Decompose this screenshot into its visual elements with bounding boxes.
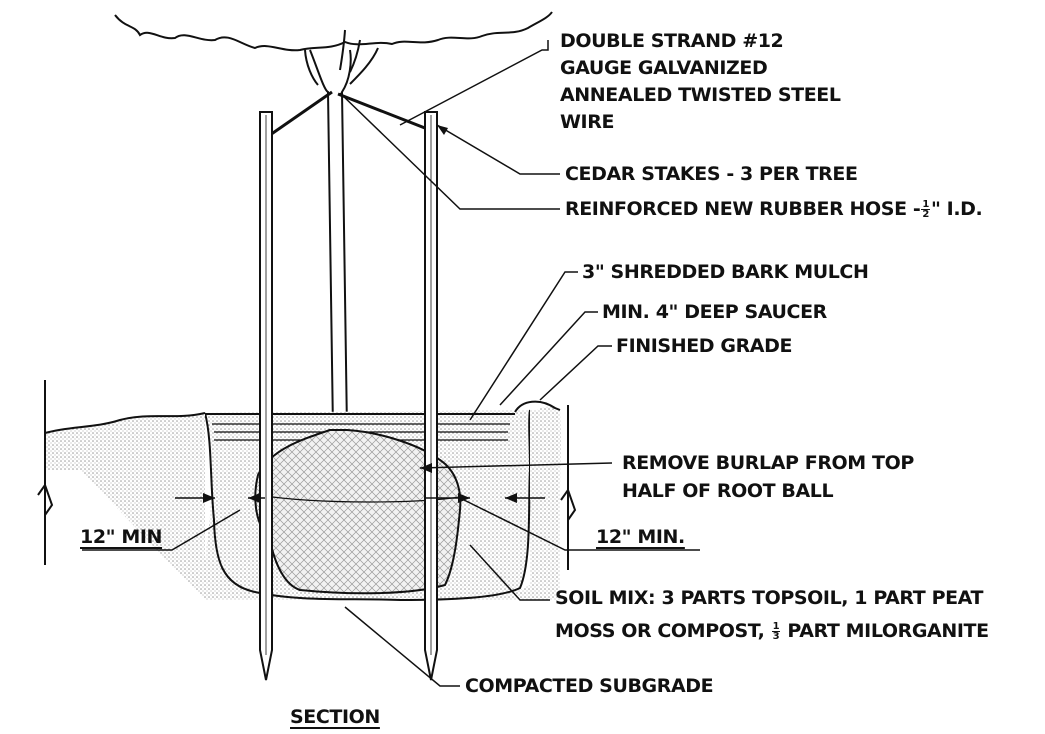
saucer-label: MIN. 4" DEEP SAUCER xyxy=(602,301,827,323)
leader-wire xyxy=(399,40,549,126)
leader-grade xyxy=(539,345,612,401)
mulch-label: 3" SHREDDED BARK MULCH xyxy=(582,261,869,283)
grade-label: FINISHED GRADE xyxy=(616,335,793,357)
surrounding-soil-right xyxy=(530,410,561,500)
guy-wire-left xyxy=(269,90,333,137)
leader-12min-left xyxy=(82,509,241,551)
leader-12min-right xyxy=(459,497,700,551)
finished-grade-line xyxy=(44,412,206,434)
break-symbol-right xyxy=(560,487,577,521)
leader-hose xyxy=(339,92,560,210)
burlap-label-line-2: HALF OF ROOT BALL xyxy=(622,480,834,502)
wire-label-line-1: DOUBLE STRAND #12 xyxy=(560,30,784,52)
wire-label-line-2: GAUGE GALVANIZED xyxy=(560,57,768,79)
wire-label-line-4: WIRE xyxy=(560,111,615,133)
burlap-label-line-1: REMOVE BURLAP FROM TOP xyxy=(622,452,914,474)
soil-label-tail: PART MILORGANITE xyxy=(787,620,989,642)
leader-soil xyxy=(469,544,550,601)
min-right-label: 12" MIN. xyxy=(596,526,685,548)
hose-label-unit: " I.D. xyxy=(930,198,983,220)
guy-wire-right xyxy=(337,92,431,132)
soil-fraction-num: 1 xyxy=(771,621,781,632)
hose-fraction-den: 2 xyxy=(922,209,929,220)
hose-fraction-num: 1 xyxy=(921,199,930,210)
tree-canopy xyxy=(114,11,553,52)
tree-trunk xyxy=(309,49,352,431)
soil-fraction-den: 3 xyxy=(772,631,780,642)
break-symbol-left xyxy=(37,482,54,516)
tree-branch-right xyxy=(339,29,379,85)
soil-label-text: MOSS OR COMPOST, xyxy=(555,620,765,642)
leader-stakes xyxy=(436,124,560,175)
leader-saucer xyxy=(499,311,598,406)
hose-label-text: REINFORCED NEW RUBBER HOSE - xyxy=(565,198,921,220)
stakes-label: CEDAR STAKES - 3 PER TREE xyxy=(565,163,858,185)
surrounding-soil-left xyxy=(45,413,205,470)
subgrade-label: COMPACTED SUBGRADE xyxy=(465,675,714,697)
leader-burlap xyxy=(419,462,613,469)
root-ball xyxy=(254,429,462,595)
saucer-rim xyxy=(514,400,561,413)
tree-branch-left xyxy=(304,49,319,86)
leader-mulch xyxy=(469,271,578,421)
leader-subgrade xyxy=(344,606,460,687)
min-left-label: 12" MIN xyxy=(80,526,163,548)
section-title: SECTION xyxy=(290,706,380,728)
soil-label-line-1: SOIL MIX: 3 PARTS TOPSOIL, 1 PART PEAT xyxy=(555,587,984,609)
wire-label-line-3: ANNEALED TWISTED STEEL xyxy=(560,84,841,106)
